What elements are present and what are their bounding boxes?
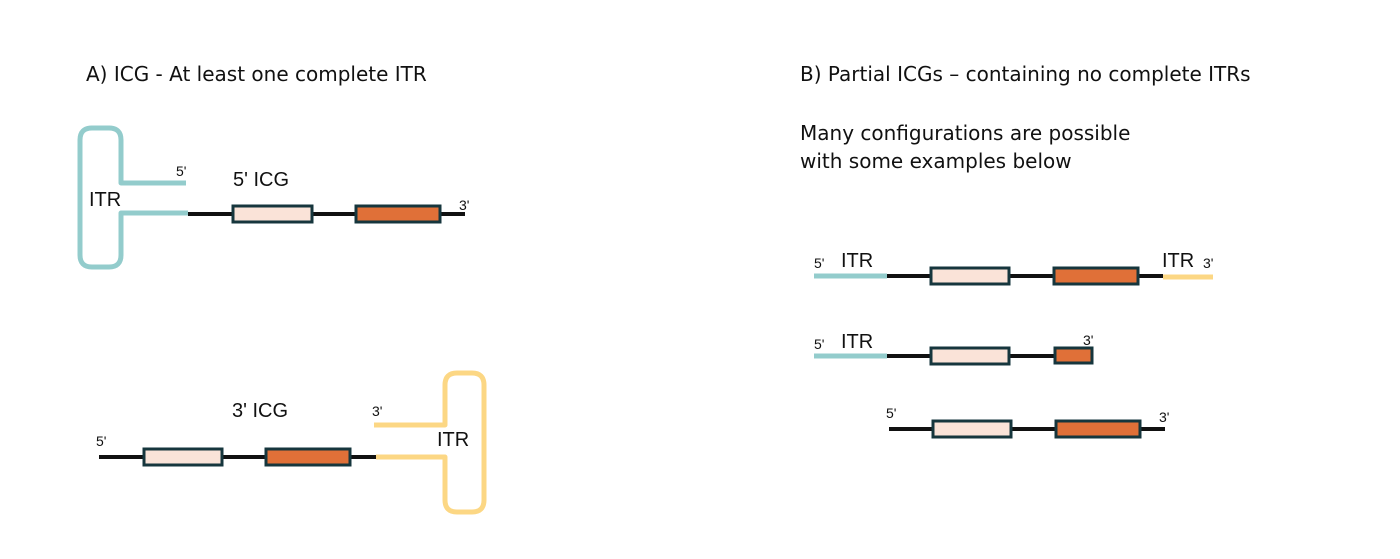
three-prime-itr-hairpin xyxy=(374,370,487,515)
five-prime-icg-title: 5' ICG xyxy=(233,169,289,191)
five-prime-icg-itr-label: ITR xyxy=(89,189,121,211)
example-2-left-itr-label: ITR xyxy=(841,331,873,353)
three-prime-icg-construct: 5' 3' ICG 3' ITR xyxy=(96,370,487,515)
three-prime-icg-light-box xyxy=(142,447,224,467)
five-prime-icg-dark-box xyxy=(354,204,442,224)
three-prime-icg-5-end-label: 5' xyxy=(96,433,106,449)
example-2-light-box xyxy=(929,346,1011,366)
three-prime-icg-itr-label: ITR xyxy=(437,429,469,451)
five-prime-icg-light-box xyxy=(231,204,314,224)
example-3-light-box xyxy=(931,419,1013,439)
panel-b-subtitle-line-2: with some examples below xyxy=(800,149,1072,173)
panel-a-heading: A) ICG - At least one complete ITR xyxy=(86,62,427,86)
example-3-3-end-label: 3' xyxy=(1159,409,1169,425)
example-1-light-box xyxy=(929,266,1011,286)
example-1-dark-box xyxy=(1052,266,1140,286)
five-prime-icg-construct: ITR 5' 5' ICG 3' xyxy=(77,125,469,270)
example-1-5-end-label: 5' xyxy=(814,255,824,271)
five-prime-icg-5-end-label: 5' xyxy=(176,163,186,179)
example-3-5-end-label: 5' xyxy=(886,405,896,421)
three-prime-icg-3-end-label: 3' xyxy=(372,403,382,419)
partial-icg-example-3: 5' 3' xyxy=(886,405,1169,439)
three-prime-icg-dark-box xyxy=(264,447,352,467)
five-prime-icg-3-end-label: 3' xyxy=(459,197,469,213)
example-3-dark-box xyxy=(1054,419,1142,439)
panel-b-heading: B) Partial ICGs – containing no complete… xyxy=(800,62,1251,86)
example-2-3-end-label: 3' xyxy=(1083,332,1093,348)
partial-icg-example-1: 5' ITR ITR 3' xyxy=(814,250,1213,286)
panel-b-subtitle-line-1: Many configurations are possible xyxy=(800,121,1130,145)
example-1-right-itr-label: ITR xyxy=(1162,250,1194,272)
five-prime-itr-hairpin xyxy=(77,125,188,270)
three-prime-icg-title: 3' ICG xyxy=(232,400,288,422)
example-1-3-end-label: 3' xyxy=(1203,255,1213,271)
example-2-dark-box xyxy=(1053,346,1094,365)
example-1-left-itr-label: ITR xyxy=(841,250,873,272)
example-2-5-end-label: 5' xyxy=(814,336,824,352)
partial-icg-example-2: 5' ITR 3' xyxy=(814,331,1094,366)
